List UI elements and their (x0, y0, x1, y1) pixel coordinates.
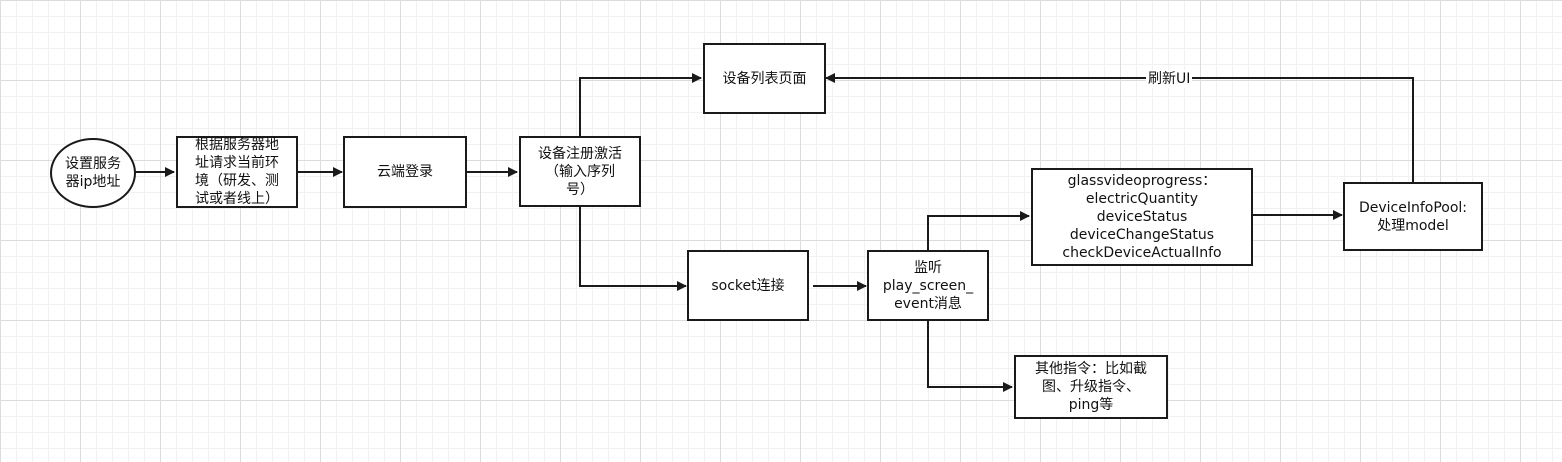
edge-device-register-to-socket (579, 207, 687, 291)
edge-device-info-pool-to-device-list (825, 73, 1414, 182)
node-device-register: 设备注册激活 （输入序列 号） (519, 136, 641, 207)
edge-listen-to-glass-progress (927, 211, 1030, 250)
node-listen-play-screen-event: 监听 play_screen_ event消息 (867, 250, 989, 321)
node-request-environment: 根据服务器地 址请求当前环 境（研发、测 试或者线上） (176, 136, 298, 208)
edge-device-register-to-device-list (579, 73, 702, 136)
edge-label-refresh-ui: 刷新UI (1146, 70, 1193, 88)
node-socket-connect: socket连接 (687, 250, 809, 321)
node-device-list-page: 设备列表页面 (703, 43, 826, 114)
node-set-server-ip: 设置服务 器ip地址 (50, 138, 136, 208)
node-device-info-pool: DeviceInfoPool: 处理model (1343, 182, 1483, 251)
node-cloud-login: 云端登录 (343, 136, 467, 208)
node-glass-video-progress: glassvideoprogress： electricQuantity dev… (1031, 168, 1253, 266)
edge-listen-to-other-commands (927, 320, 1013, 392)
node-other-commands: 其他指令：比如截 图、升级指令、 ping等 (1014, 355, 1168, 419)
